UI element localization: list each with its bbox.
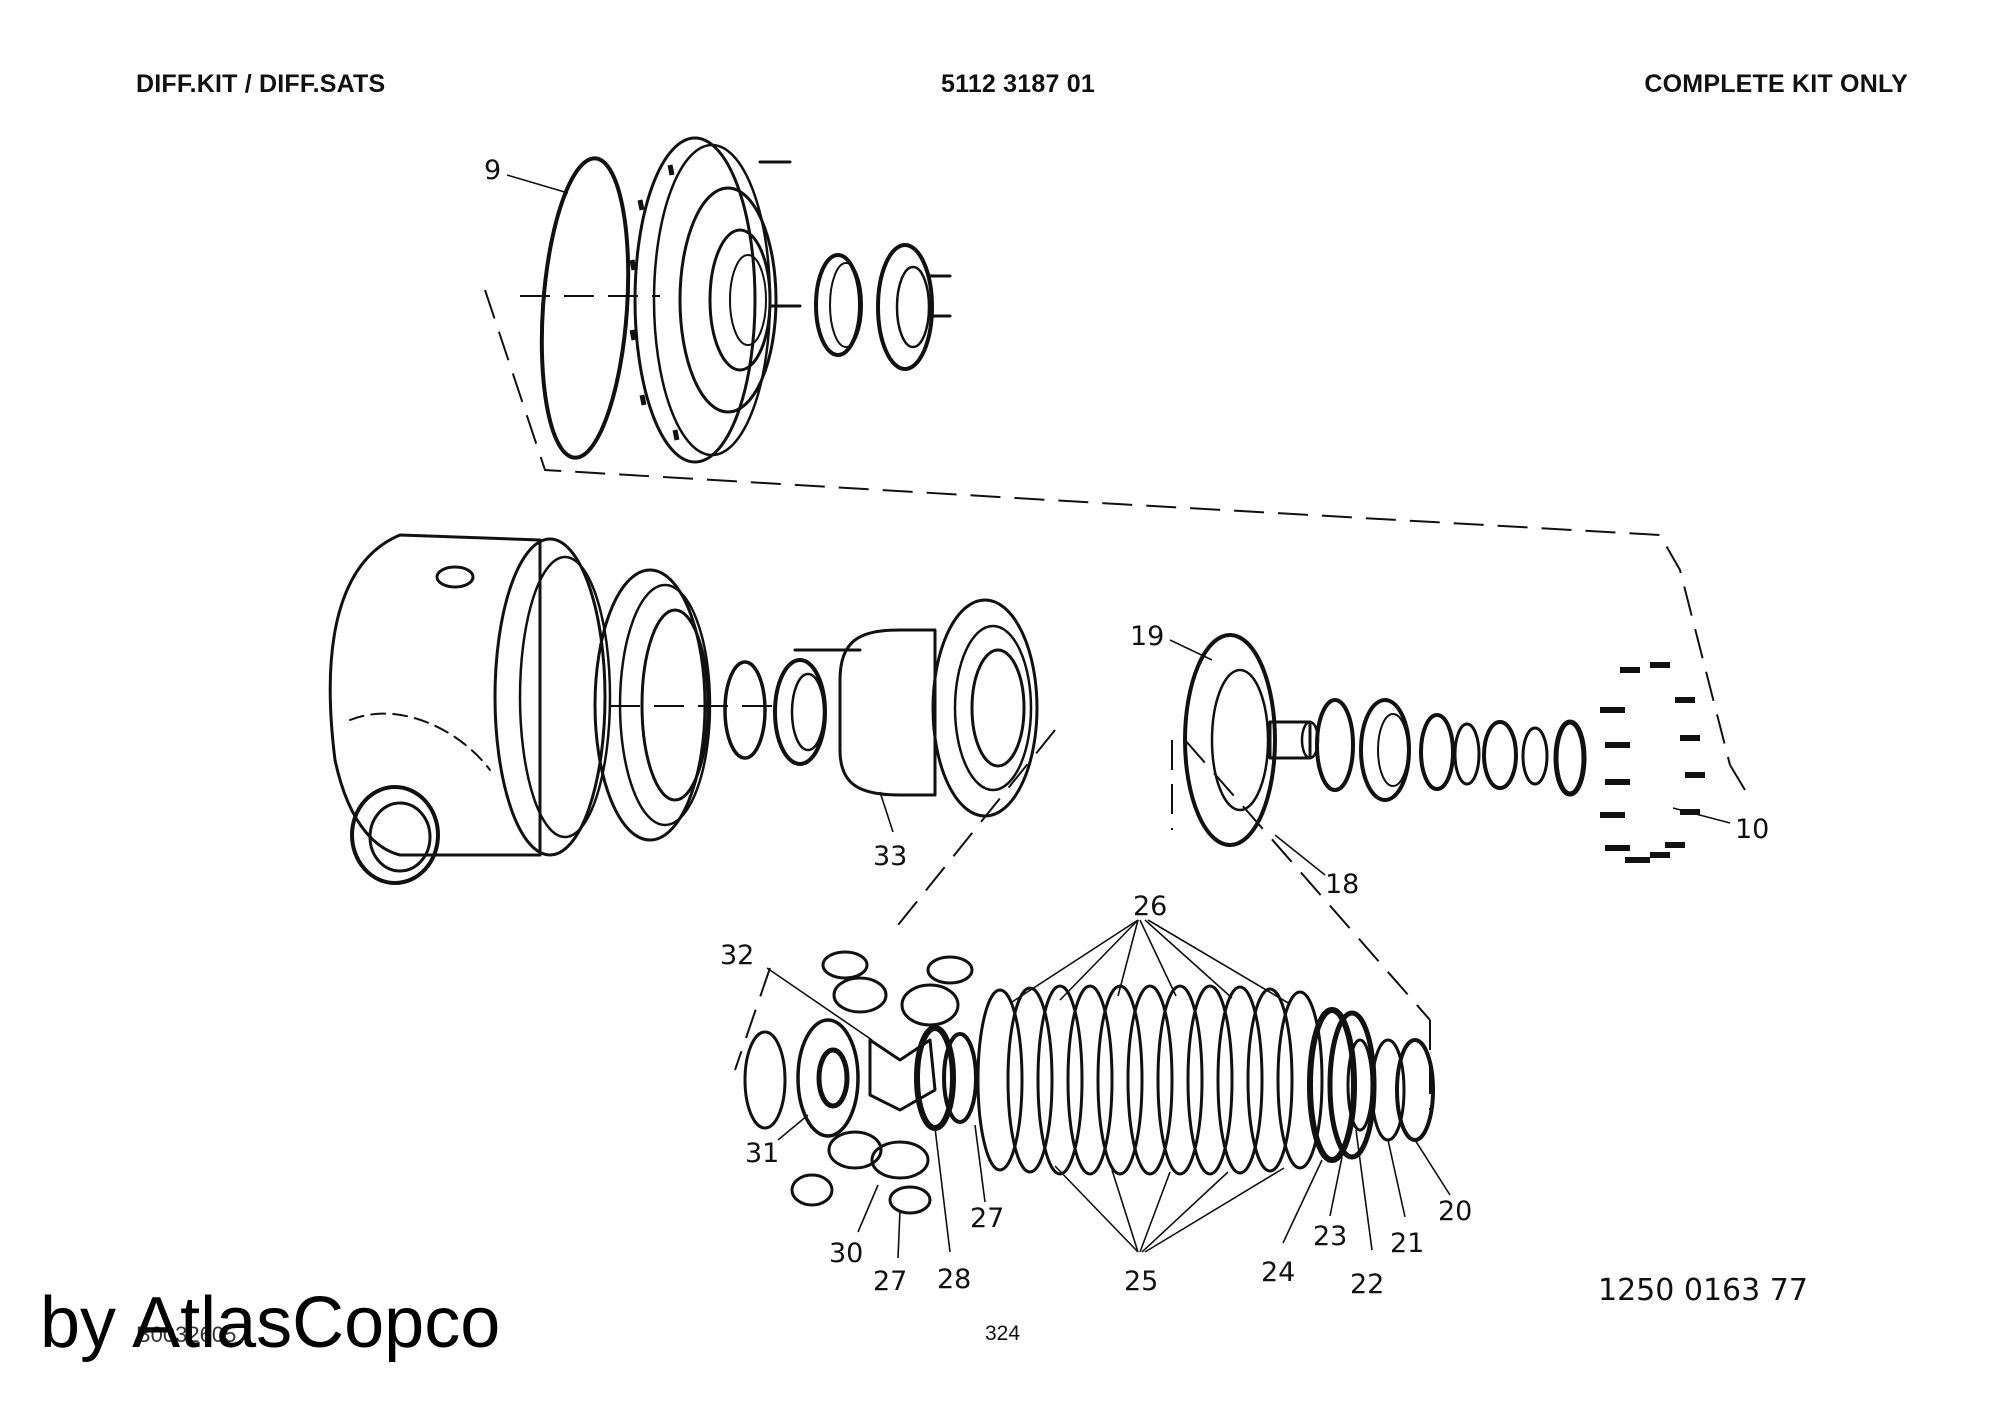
watermark: by AtlasCopco xyxy=(40,1283,501,1363)
page-number: 324 xyxy=(985,1322,1021,1345)
callout-labels: 9 19 10 18 33 26 32 31 30 27 28 27 25 24… xyxy=(484,155,1769,1300)
thrust-washer-31 xyxy=(743,1030,787,1130)
spacer-ring xyxy=(593,568,707,842)
callout-18: 18 xyxy=(1325,869,1359,900)
piston-24 xyxy=(1307,1007,1357,1163)
cover-flange xyxy=(633,136,757,464)
callout-27-right: 27 xyxy=(970,1203,1004,1234)
callout-30: 30 xyxy=(829,1238,863,1269)
header-kit-note: COMPLETE KIT ONLY xyxy=(1644,70,1908,98)
bearing-cup-mid xyxy=(723,660,767,760)
header-left-title: DIFF.KIT / DIFF.SATS xyxy=(136,70,386,98)
callout-33: 33 xyxy=(873,841,907,872)
callout-26: 26 xyxy=(1133,891,1167,922)
seal-23 xyxy=(1327,1010,1377,1160)
side-gear xyxy=(796,1018,860,1138)
drawing-number: 1250 0163 77 xyxy=(1598,1273,1808,1308)
callout-24: 24 xyxy=(1261,1257,1295,1288)
callout-20: 20 xyxy=(1438,1196,1472,1227)
clutch-discs-25-26 xyxy=(976,984,1324,1176)
callout-21: 21 xyxy=(1390,1228,1424,1259)
callout-25: 25 xyxy=(1124,1266,1158,1297)
callout-10: 10 xyxy=(1735,814,1769,845)
o-ring-9 xyxy=(539,156,631,460)
bearing-cup-top xyxy=(814,253,862,357)
ring-21 xyxy=(1370,1038,1406,1142)
callout-leaders xyxy=(506,174,1731,1259)
spider-cross xyxy=(868,1038,937,1112)
axle-housing xyxy=(328,533,542,857)
ring-20 xyxy=(1395,1038,1435,1142)
clutch-pack-assembly xyxy=(743,950,1435,1215)
bearing-cone-mid xyxy=(773,658,827,766)
document-stamp: B0032605 xyxy=(136,1322,237,1347)
housing-assembly xyxy=(328,533,1039,885)
callout-23: 23 xyxy=(1313,1221,1347,1252)
callout-22: 22 xyxy=(1350,1269,1384,1300)
bearing-cone-top xyxy=(876,243,934,371)
housing-spigot xyxy=(350,785,440,885)
callout-28: 28 xyxy=(937,1264,971,1295)
callout-19: 19 xyxy=(1130,621,1164,652)
pressure-plate-19 xyxy=(1183,633,1277,847)
top-cover-assembly xyxy=(539,136,952,464)
header-part-number: 5112 3187 01 xyxy=(941,70,1095,98)
callout-32: 32 xyxy=(720,940,754,971)
callout-27-left: 27 xyxy=(873,1266,907,1297)
callout-9: 9 xyxy=(484,155,501,186)
differential-case-33 xyxy=(838,628,937,797)
callout-31: 31 xyxy=(745,1138,779,1169)
bolt-set-10 xyxy=(1600,662,1705,863)
pressure-plate-assembly xyxy=(1183,633,1705,863)
